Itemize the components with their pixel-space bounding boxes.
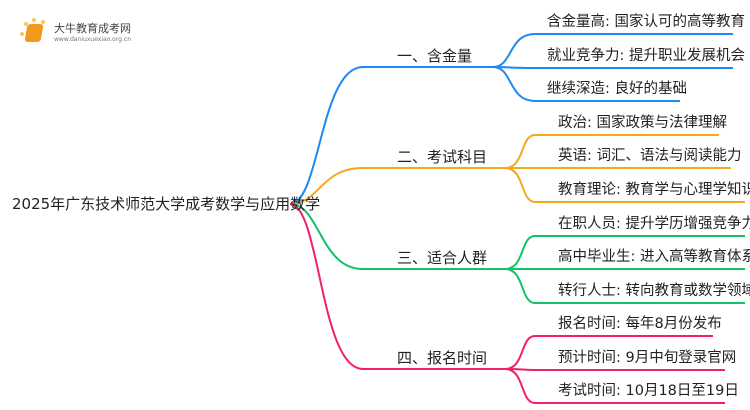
logo-dot	[41, 20, 45, 24]
leaf-connector	[504, 368, 725, 371]
branch-connector	[289, 203, 505, 270]
leaf-connector	[492, 33, 733, 68]
logo-dot	[20, 32, 24, 36]
leaf-connector	[504, 167, 745, 203]
leaf-node[interactable]: 转行人士: 转向教育或数学领域	[558, 283, 750, 299]
leaf-node[interactable]: 高中毕业生: 进入高等教育体系	[558, 249, 750, 265]
leaf-connector	[492, 66, 733, 69]
leaf-node[interactable]: 考试时间: 10月18日至19日	[558, 383, 739, 399]
leaf-node[interactable]: 政治: 国家政策与法律理解	[558, 115, 727, 131]
branch-connector	[289, 203, 505, 370]
leaf-node[interactable]: 就业竞争力: 提升职业发展机会	[547, 48, 745, 64]
branch-connector	[289, 66, 493, 205]
leaf-node[interactable]: 含金量高: 国家认可的高等教育	[547, 14, 745, 30]
leaf-connector	[504, 134, 719, 169]
leaf-node[interactable]: 在职人员: 提升学历增强竞争力	[558, 216, 750, 232]
logo-url: www.daniuxuexiao.org.cn	[54, 36, 131, 43]
leaf-connector	[504, 335, 713, 370]
branch-node[interactable]: 一、含金量	[397, 47, 473, 65]
leaf-node[interactable]: 报名时间: 每年8月份发布	[558, 316, 722, 332]
logo-name: 大牛教育成考网	[54, 22, 131, 35]
leaf-connector	[492, 66, 680, 102]
branch-node[interactable]: 三、适合人群	[397, 249, 488, 267]
branch-node[interactable]: 四、报名时间	[397, 349, 488, 367]
branch-node[interactable]: 二、考试科目	[397, 148, 488, 166]
branch-connector	[289, 167, 505, 205]
logo: 大牛教育成考网 www.daniuxuexiao.org.cn	[18, 18, 138, 48]
leaf-node[interactable]: 教育理论: 教育学与心理学知识	[558, 182, 750, 198]
leaf-connector	[504, 268, 745, 304]
leaf-node[interactable]: 继续深造: 良好的基础	[547, 81, 687, 97]
leaf-connector	[504, 368, 725, 404]
logo-dot	[24, 22, 28, 26]
leaf-node[interactable]: 预计时间: 9月中旬登录官网	[558, 350, 737, 366]
logo-dot	[32, 18, 36, 22]
leaf-node[interactable]: 英语: 词汇、语法与阅读能力	[558, 148, 742, 164]
root-node[interactable]: 2025年广东技术师范大学成考数学与应用数学	[12, 195, 321, 213]
leaf-connector	[504, 235, 745, 270]
